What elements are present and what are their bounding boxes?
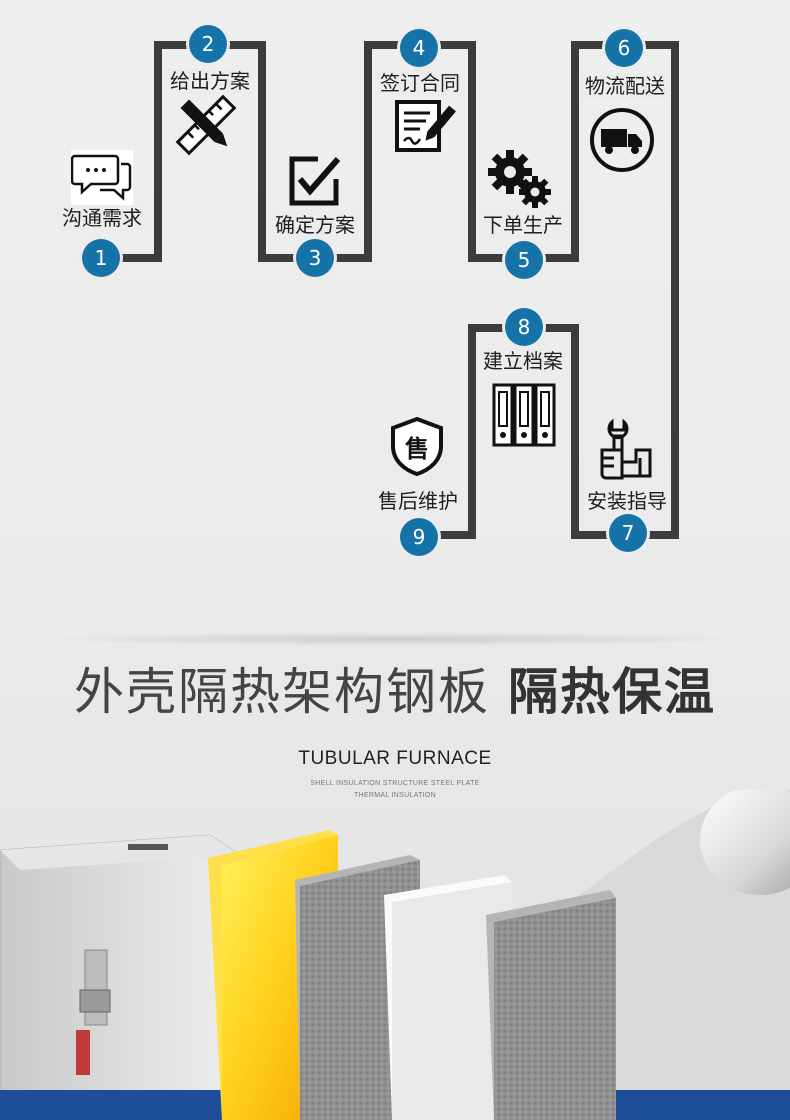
step-1-number: 1 <box>82 239 120 277</box>
insulation-layers-illustration <box>0 790 790 1120</box>
step-7-number: 7 <box>609 514 647 552</box>
step-9-number: 9 <box>400 518 438 556</box>
gears-icon <box>488 150 551 208</box>
step-6-number: 6 <box>605 29 643 67</box>
step-8-label: 建立档案 <box>480 348 566 374</box>
step-7-label: 安装指导 <box>584 488 670 514</box>
delivery-truck-icon <box>590 108 654 172</box>
product-subtitle-2: THERMAL INSULATION <box>353 792 437 799</box>
step-8-number: 8 <box>505 308 543 346</box>
contract-sign-icon <box>395 100 456 152</box>
headline: 外壳隔热架构钢板 隔热保温 <box>0 652 790 724</box>
headline-bold: 隔热保温 <box>507 663 716 721</box>
step-4-number: 4 <box>400 29 438 67</box>
step-9-label: 售后维护 <box>375 488 461 514</box>
checkbox-edit-icon <box>289 156 341 206</box>
step-5-number: 5 <box>505 241 543 279</box>
step-3-number: 3 <box>296 239 334 277</box>
step-6-label: 物流配送 <box>582 73 668 99</box>
section-divider <box>40 632 750 646</box>
step-5-label: 下单生产 <box>480 212 566 238</box>
headline-light: 外壳隔热架构钢板 <box>74 663 491 721</box>
step-4-label: 签订合同 <box>377 70 463 96</box>
shield-service-char: 售 <box>405 435 429 463</box>
product-title: TUBULAR FURNACE <box>298 748 492 769</box>
step-3-label: 确定方案 <box>272 212 358 238</box>
step-2-number: 2 <box>189 25 227 63</box>
wrench-hand-icon <box>600 418 652 480</box>
pencil-ruler-icon <box>175 94 237 156</box>
file-binders-icon <box>492 383 556 447</box>
shield-service-icon: 售 <box>389 416 445 476</box>
product-subtitle-1: SHELL INSULATION STRUCTURE STEEL PLATE <box>310 780 480 787</box>
step-1-label: 沟通需求 <box>59 205 145 231</box>
step-2-label: 给出方案 <box>167 68 253 94</box>
chat-icon <box>71 150 133 206</box>
